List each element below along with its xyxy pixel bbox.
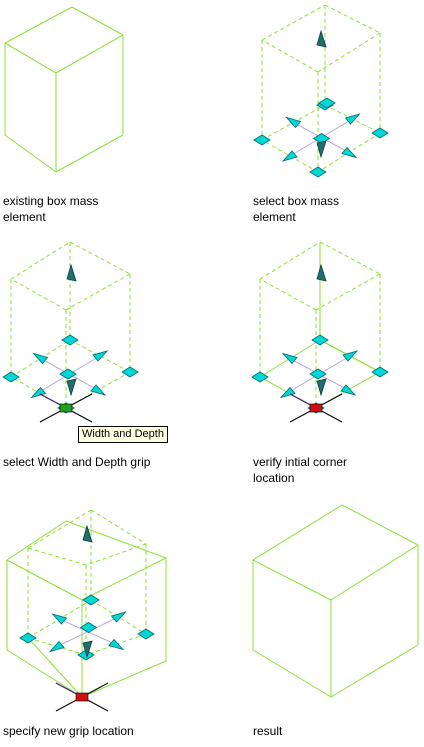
grip-front-corner (77, 649, 95, 661)
box-edge-dashed (259, 278, 317, 311)
box-edge-dashed (261, 39, 319, 73)
caption-step-2: select box mass element (253, 194, 340, 224)
active-grip (59, 403, 73, 413)
width-arrow-front-right (341, 146, 358, 159)
base-edge (27, 637, 83, 698)
panel-result (252, 504, 419, 698)
box-edge-dashed (324, 4, 381, 34)
depth-arrow-front-left (281, 150, 298, 162)
base-edge (90, 599, 147, 635)
caption-step-3: select Width and Depth grip (3, 455, 151, 469)
base-edge (10, 339, 71, 378)
box-edge (4, 134, 57, 173)
grip-left-corner (253, 134, 271, 146)
depth-arrow-front-left (48, 640, 65, 653)
depth-arrow-back-right (344, 113, 361, 125)
panel-existing-box (4, 6, 124, 173)
box-edge (4, 6, 73, 44)
box-edge-dashed (90, 509, 147, 545)
depth-arrow-back-right (342, 350, 359, 362)
base-edge (69, 339, 131, 373)
grip-right-corner (137, 628, 155, 640)
active-grip (309, 403, 323, 413)
width-arrow-front-right (340, 384, 357, 396)
box-edge-dashed (27, 509, 92, 549)
grip-back-corner (82, 594, 100, 606)
grip-left-corner (251, 371, 269, 383)
grip-right-corner (371, 366, 389, 378)
box-edge (252, 649, 332, 698)
grip-right-corner (371, 127, 389, 139)
width-arrow-back-left (32, 352, 49, 365)
box-edge-dashed (317, 32, 381, 73)
grip-back-corner (318, 97, 336, 109)
box-edge (81, 557, 167, 601)
width-arrow-back-left (51, 613, 68, 625)
box-edge-dashed (315, 273, 381, 311)
box-edge (71, 6, 124, 36)
height-grip-bottom (316, 140, 327, 159)
height-grip-top (316, 263, 327, 282)
box-edge-dashed (65, 273, 131, 311)
depth-arrow-front-left (30, 386, 47, 399)
height-grip-top (82, 524, 93, 543)
width-arrow-front-right (90, 384, 107, 396)
grip-left-corner (2, 371, 20, 383)
height-grip-bottom (82, 640, 93, 659)
box-edge (252, 559, 332, 601)
box-edge (65, 520, 167, 559)
box-edge (6, 520, 67, 561)
box-edge (330, 644, 419, 698)
panel-verify-corner (251, 241, 389, 423)
height-grip-bottom (66, 378, 77, 397)
width-arrow-front-right (108, 638, 125, 651)
grip-right-corner (121, 366, 139, 378)
height-grip-top (66, 263, 77, 282)
box-edge-dashed (69, 241, 131, 275)
width-depth-tooltip: Width and Depth (78, 426, 168, 443)
box-edge-dashed (85, 543, 147, 566)
grip-back-corner (311, 334, 329, 346)
panel-width-depth-grip (2, 241, 139, 423)
height-grip-top (316, 29, 327, 48)
grip-center (59, 368, 77, 380)
grip-left-corner (19, 632, 37, 644)
height-grip-bottom (316, 378, 327, 397)
caption-step-4: verify intial corner location (253, 455, 348, 485)
box-edge-dashed (261, 4, 326, 41)
width-arrow-back-left (281, 352, 298, 365)
grip-back-corner (61, 334, 79, 346)
active-grip (75, 692, 89, 702)
grip-center (309, 368, 327, 380)
box-edge (55, 134, 124, 173)
caption-step-5: specify new grip location (3, 724, 134, 738)
depth-arrow-back-right (110, 611, 127, 623)
grip-front-corner (309, 166, 327, 178)
panel-select-box (253, 4, 389, 178)
box-edge-dashed (259, 241, 321, 280)
box-edge-dashed (27, 547, 87, 566)
width-arrow-back-left (285, 116, 302, 129)
box-edge (6, 559, 83, 601)
box-edge (252, 504, 343, 561)
box-edge (55, 34, 124, 74)
depth-arrow-back-right (92, 350, 109, 362)
box-edge (341, 504, 419, 546)
box-edge (330, 544, 419, 601)
box-edge-dashed (319, 241, 381, 275)
box-edge (81, 660, 167, 698)
caption-step-6: result (253, 724, 283, 738)
box-edge-dashed (10, 278, 67, 311)
base-edge (261, 139, 319, 173)
grip-center (79, 622, 98, 633)
box-edge (4, 42, 57, 74)
box-edge (6, 649, 83, 698)
panel-new-grip-location (6, 509, 167, 712)
box-edge-dashed (10, 241, 71, 280)
caption-step-1: existing box mass element (3, 194, 99, 224)
depth-arrow-front-left (279, 386, 296, 399)
